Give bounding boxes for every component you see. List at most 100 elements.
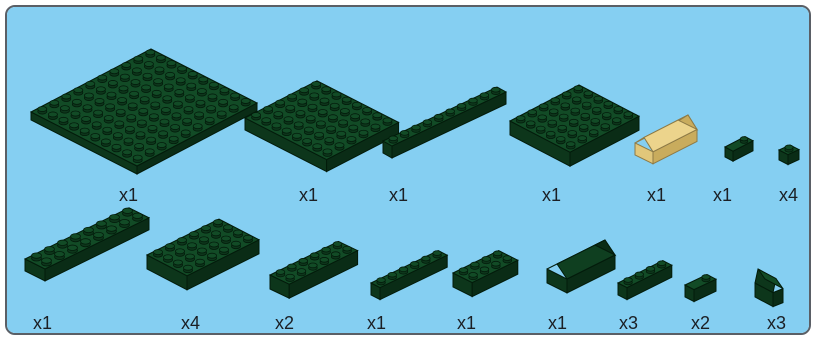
stud [503,256,512,263]
stud [568,130,577,137]
stud [459,268,468,275]
stud [480,267,489,274]
stud [81,239,91,247]
stud [45,246,55,254]
stud [136,132,145,140]
stud [71,234,81,242]
quantity-label-roof-brick-tan: x1 [647,185,666,206]
stud [110,214,120,222]
stud [492,261,501,268]
stud [108,80,117,88]
stud [579,124,588,131]
stud [469,98,478,105]
stud [120,219,130,227]
stud [363,107,372,115]
stud [604,101,613,108]
stud [528,110,537,117]
stud [68,245,78,253]
stud [104,116,113,124]
stud [112,144,121,152]
stud [220,88,229,96]
stud [55,251,65,259]
stud [152,90,161,98]
stud [106,104,115,112]
stud [199,77,208,85]
stud [231,241,240,249]
stud [412,125,421,132]
stud [339,120,348,128]
stud [296,110,305,118]
stud [602,112,611,119]
stud [183,265,192,273]
stud [184,107,193,115]
stud [157,143,166,151]
stud [135,143,144,151]
stud [491,87,500,94]
stud [594,96,603,103]
stud [299,258,308,265]
stud [332,92,341,100]
stud [97,221,107,229]
stud [539,104,548,111]
quantity-label-roof-brick-green: x1 [548,313,567,334]
stud [351,114,360,122]
stud [389,136,398,143]
stud [241,98,250,106]
stud [189,232,198,240]
stud [410,262,419,269]
stud [262,118,271,126]
stud [42,258,52,266]
stud [130,91,139,99]
quantity-label-brick-1x6: x1 [367,313,386,334]
stud [125,126,134,134]
stud [201,226,210,234]
stud [96,87,105,95]
stud [115,121,124,129]
stud [103,127,112,135]
quantity-label-brick-1x1: x4 [779,185,798,206]
stud [147,137,156,145]
stud [303,138,312,146]
stud [110,69,119,77]
stud [149,114,158,122]
stud [160,119,169,127]
stud [153,250,162,258]
quantity-label-brick-2x4: x1 [457,313,476,334]
stud [167,61,176,69]
stud [294,122,303,130]
stud [480,93,489,100]
stud [310,93,319,101]
stud [128,103,137,111]
stud [165,244,174,252]
stud [548,120,557,127]
quantity-label-brick-long: x1 [389,185,408,206]
stud [154,79,163,87]
stud [178,66,187,74]
stud [286,274,295,281]
stud [288,264,297,271]
stud [516,116,525,123]
stud [183,118,192,126]
stud [161,107,170,115]
quantity-label-plate-medium-2: x1 [542,185,561,206]
stud [584,91,593,98]
stud [169,136,178,144]
quantity-label-brick-2x6: x2 [275,313,294,334]
stud [252,112,261,120]
stud [359,130,368,138]
stud [551,98,560,105]
stud [199,237,208,245]
stud [342,97,351,105]
stud [740,137,748,144]
stud [457,104,466,111]
stud [146,50,155,58]
stud [213,220,222,228]
stud [119,86,128,94]
stud [197,89,206,97]
stud [335,143,344,151]
stud [171,125,180,133]
stud [94,110,103,118]
stud [118,98,127,106]
stud [82,116,91,124]
stud [60,106,69,114]
